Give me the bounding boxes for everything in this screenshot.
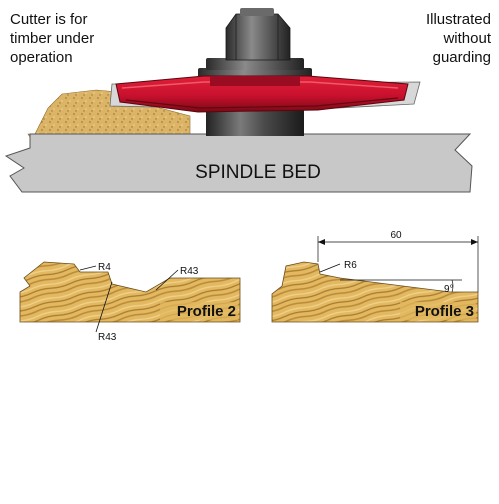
- dim-arrow-right: [471, 239, 478, 245]
- caption-guarding-note: Illustrated without guarding: [393, 10, 491, 67]
- spindle-bed: [4, 133, 473, 193]
- width-label: 60: [390, 230, 402, 241]
- angle-label: 9°: [444, 284, 454, 295]
- profile-3-label: Profile 3: [415, 303, 474, 320]
- cutter-shadow: [125, 97, 399, 109]
- washer: [206, 58, 304, 70]
- angle-arc: [451, 279, 454, 293]
- dim-arrow-left: [318, 239, 325, 245]
- profile-2: Profile 2 R4 R43 R43: [19, 261, 241, 343]
- caption-line: timber under: [10, 30, 95, 47]
- r6-label: R6: [344, 260, 357, 271]
- profile-3: Profile 3 60 R6 9°: [271, 230, 479, 323]
- caption-line: Cutter is for: [10, 11, 88, 28]
- caption-line: without: [443, 30, 491, 47]
- caption-line: Illustrated: [425, 11, 491, 28]
- r4-label: R4: [98, 262, 111, 273]
- caption-line: operation: [10, 49, 73, 66]
- spindle-bed-label: SPINDLE BED: [195, 162, 321, 183]
- r4-leader: [79, 265, 97, 271]
- r43-bottom-leader: [95, 281, 113, 333]
- profile-3-label-bg: [400, 302, 476, 320]
- r6-leader: [319, 263, 341, 273]
- caption-timber-note: Cutter is for timber under operation: [10, 10, 130, 67]
- r43-top-label: R43: [180, 266, 199, 277]
- profile-2-label: Profile 2: [177, 303, 236, 320]
- caption-line: guarding: [432, 49, 491, 66]
- cutter-hub: [210, 76, 300, 86]
- profile-2-label-bg: [160, 302, 238, 320]
- r43-top-leader: [155, 269, 179, 291]
- r43-bottom-label: R43: [98, 332, 117, 343]
- spindle-tip: [240, 8, 274, 16]
